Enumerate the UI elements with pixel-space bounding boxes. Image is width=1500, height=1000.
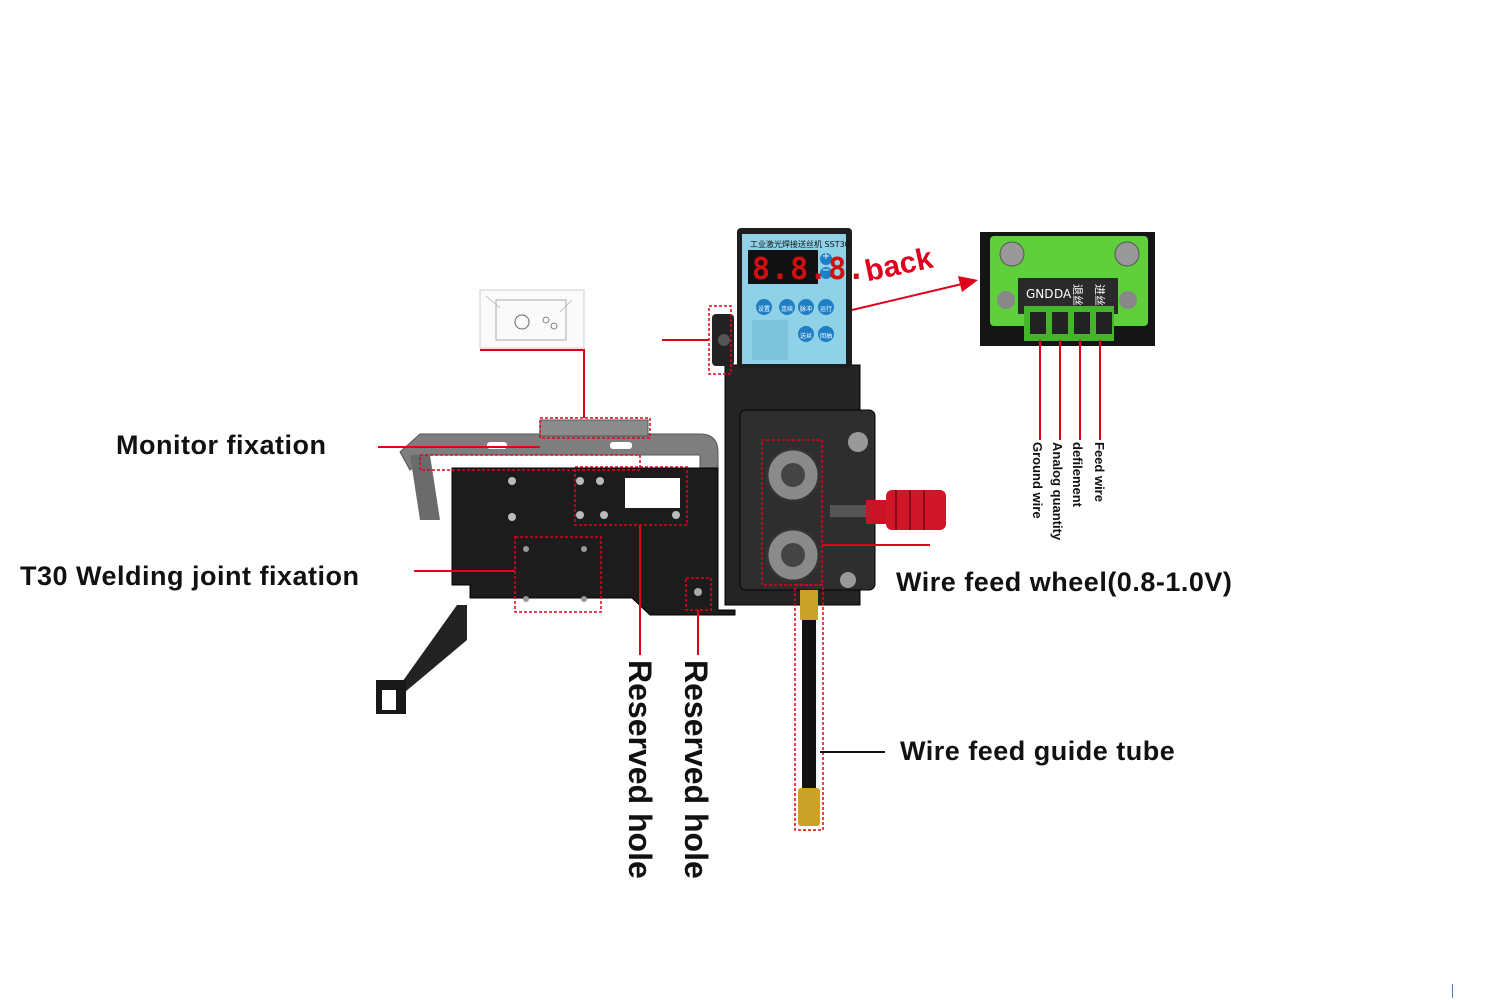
terminal-pin-gnd: GND (1026, 287, 1054, 301)
panel-button-continuous: 连续 (780, 306, 793, 313)
reserved-hole-label-1: Reserved hole (622, 660, 658, 879)
panel-button-retract: 回抽 (819, 333, 832, 340)
feeder-body (724, 364, 876, 606)
terminal-pin-retract: 退丝 (1071, 284, 1084, 306)
annotation-boxes (419, 305, 824, 831)
back-arrow-head (958, 276, 978, 292)
side-connector (712, 314, 734, 366)
mounting-plate (451, 467, 736, 616)
mounting-drawing-thumbnail (479, 289, 585, 349)
monitor-bracket (399, 419, 719, 520)
guide-tube (798, 590, 820, 826)
wire-feed-guide-tube-label: Wire feed guide tube (900, 736, 1176, 766)
panel-button-set: 设置 (757, 306, 770, 313)
corner-mark (1452, 984, 1453, 998)
panel-minus: − (821, 265, 831, 276)
wire-feed-wheel-label: Wire feed wheel(0.8-1.0V) (896, 567, 1233, 597)
holder-arm (376, 605, 467, 714)
wire-label-ground: Ground wire (1030, 442, 1045, 519)
reserved-hole-label-2: Reserved hole (678, 660, 714, 879)
wire-label-analog: Analog quantity (1050, 442, 1065, 541)
terminal-pin-feed: 进丝 (1093, 284, 1106, 306)
wire-label-feed: Feed wire (1092, 442, 1107, 502)
panel-button-pulse: 脉冲 (799, 306, 812, 313)
panel-display: 8.8.8. (752, 252, 867, 287)
tension-knob (866, 490, 946, 530)
leader-lines (378, 283, 1101, 655)
panel-button-run: 运行 (819, 306, 832, 313)
control-panel (737, 228, 852, 368)
terminal-block-photo (980, 232, 1155, 346)
monitor-fixation-label: Monitor fixation (116, 430, 327, 460)
t30-fixation-label: T30 Welding joint fixation (20, 561, 360, 591)
panel-button-feed: 送丝 (799, 333, 812, 340)
wire-label-defilement: defilement (1070, 442, 1085, 508)
panel-title: 工业激光焊接送丝机 SST30 (750, 240, 850, 249)
terminal-pin-da: DA (1054, 287, 1072, 301)
panel-plus: + (821, 251, 831, 262)
